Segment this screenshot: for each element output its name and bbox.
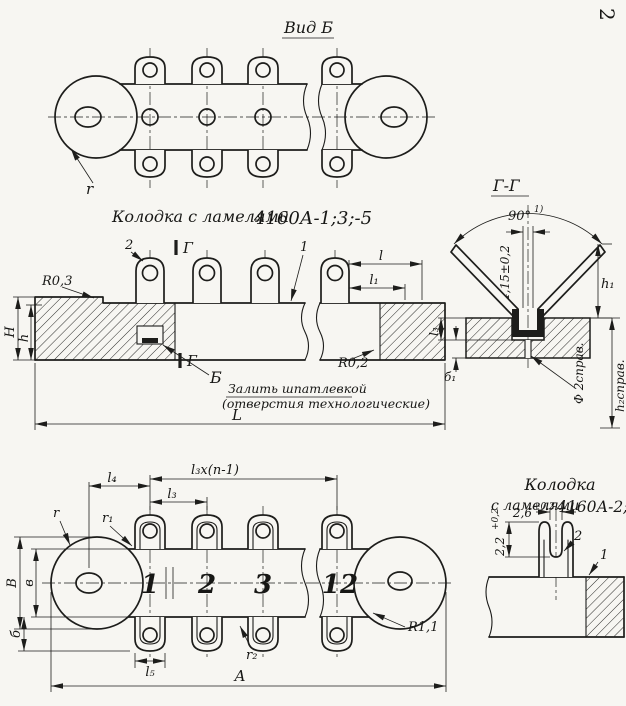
- dim-l3n-label: l₃х(n-1): [191, 463, 239, 478]
- body-outline-right: [319, 302, 446, 361]
- angle-label: 90°: [508, 209, 531, 224]
- segment-number-1: 1: [141, 570, 159, 600]
- detail-part-2-label: 2: [573, 529, 582, 544]
- dim-22-tol: +0,2: [491, 508, 501, 530]
- top-view-title: Вид Б: [283, 18, 333, 37]
- detail-view: Колодка с ламелями 4160А-2;-4 2,6 +0,2 2…: [485, 475, 626, 638]
- dim-b-label: б: [9, 630, 24, 638]
- dim-l4-label: l₄: [107, 471, 116, 486]
- caption-main: Колодка с ламелями 4160А-1;3;-5: [111, 207, 372, 229]
- caption-model: 4160А-1;3;-5: [253, 208, 372, 229]
- technological-hole: [136, 325, 164, 345]
- caption-text: Колодка с ламелями: [111, 207, 289, 226]
- dim-26-label: 2,6: [512, 506, 532, 520]
- lamella-leg-right: [537, 244, 606, 317]
- top-view: Вид Б r: [48, 18, 438, 198]
- dim-22-label: 2,2: [493, 537, 507, 557]
- bv-right-hole: [387, 571, 413, 591]
- dim-r-bv-label: r: [53, 506, 60, 521]
- dim-l1-label: l₁: [369, 273, 378, 288]
- bv-right-end: [353, 536, 447, 630]
- dim-l5-label: l₅: [145, 665, 155, 680]
- body-outline-left: [34, 296, 306, 361]
- right-end-outline: [344, 75, 428, 159]
- section-view: Г Г 2 1 R0,3 R0,2 Б Залить шпатлевкой (о…: [3, 238, 446, 430]
- dim-r-label: r: [86, 180, 94, 198]
- dim-l-label: l: [379, 249, 383, 264]
- part-2-label: 2: [124, 238, 133, 253]
- dim-415-label: 4,15±0,2: [498, 245, 512, 302]
- dim-l3-label: l₃: [167, 487, 176, 502]
- callout-b-label: Б: [209, 368, 222, 387]
- part-1-label: 1: [300, 240, 308, 255]
- radius-r02-label: R0,2: [337, 356, 368, 371]
- segment-number-2: 2: [197, 570, 216, 600]
- section-gg-view: Г-Г 90° 1) 4,15±0,2 h₁ l₃ б₁ Ф: [427, 176, 626, 429]
- bv-left-hole: [75, 572, 103, 594]
- dim-r2-label: r₂: [246, 648, 257, 663]
- dim-r1-label: r₁: [102, 511, 113, 526]
- note-line-1: Залить шпатлевкой: [228, 381, 367, 396]
- dim-h1-label: h₁: [601, 277, 615, 292]
- gg-title: Г-Г: [492, 176, 521, 195]
- dim-l3-gg-label: l₃: [427, 327, 441, 336]
- section-mark-top: Г: [182, 239, 194, 257]
- radius-r03-label: R0,3: [41, 274, 72, 289]
- hatch-left-block: [35, 297, 103, 360]
- dim-h-label: h: [17, 334, 32, 342]
- note-line-2: (отверстия технологические): [222, 396, 430, 411]
- dim-hole-label: Ф 2справ.: [572, 343, 586, 405]
- sheet-number: 2: [595, 8, 619, 21]
- detail-fork-lamella: [538, 521, 574, 577]
- dim-H-label: H: [3, 326, 18, 339]
- dim-26-tol: +0,2: [533, 502, 555, 512]
- dim-R11-label: R1,1: [407, 620, 438, 635]
- left-mount-hole: [74, 106, 102, 128]
- dim-v-label: в: [22, 579, 37, 587]
- dim-L-label: L: [231, 406, 242, 424]
- dim-h2-label: h₂справ.: [613, 359, 626, 412]
- detail-part-1-label: 1: [600, 548, 608, 563]
- detail-model: 4160А-2;-4: [556, 498, 626, 516]
- dim-B-label: B: [5, 578, 20, 589]
- segment-number-3: 3: [254, 570, 272, 600]
- gg-contact-channel: [512, 309, 544, 337]
- left-end-outline: [54, 75, 138, 159]
- angle-note: 1): [534, 204, 544, 215]
- bottom-view: 1 2 3 12 l₄ l₃х(n-1) l₃ r r₁ r₂ R1,1 B в: [5, 463, 452, 692]
- detail-hatch: [586, 577, 624, 637]
- detail-caption-1: Колодка: [523, 475, 595, 494]
- dim-b1-label: б₁: [444, 370, 456, 384]
- segment-number-12: 12: [322, 570, 358, 600]
- hatch-right-block: [380, 303, 445, 360]
- right-mount-hole: [380, 106, 408, 128]
- detail-caption-2: с ламелями: [491, 498, 579, 514]
- dim-A-label: A: [233, 667, 246, 685]
